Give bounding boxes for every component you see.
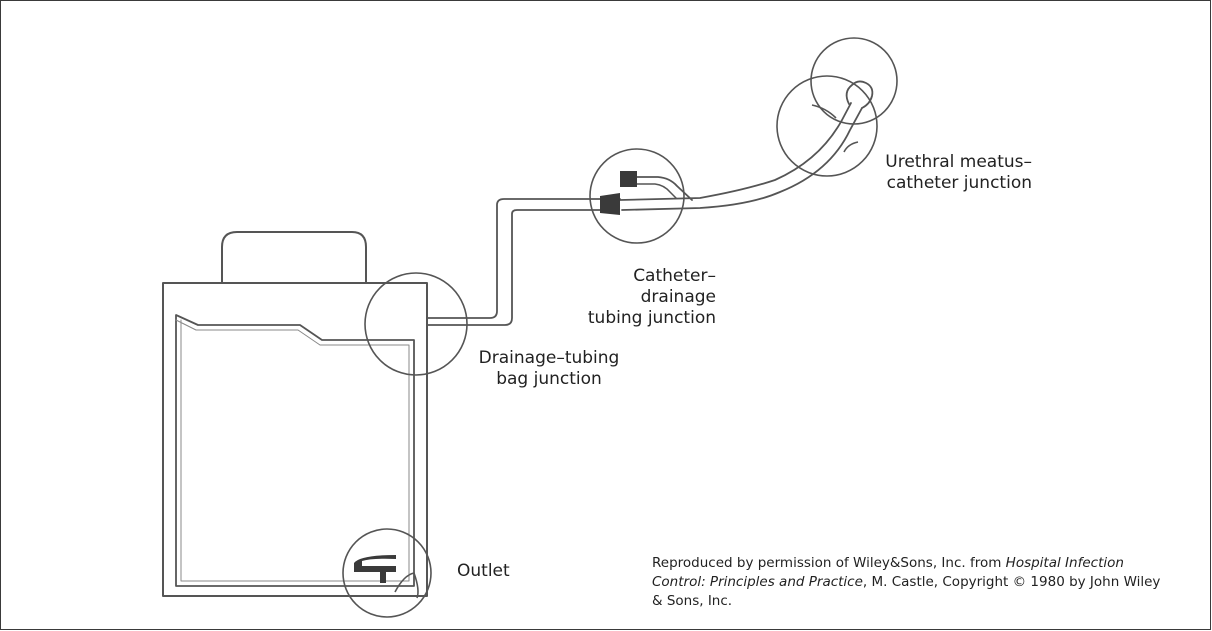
outlet-circle bbox=[342, 528, 432, 618]
catheter-junction-circle bbox=[589, 148, 685, 244]
urethral-junction-circle-1 bbox=[810, 37, 898, 125]
urethral-junction-circle-2 bbox=[776, 75, 878, 177]
permission-credit: Reproduced by permission of Wiley&Sons, … bbox=[652, 555, 1161, 609]
label-bag-junction: Drainage–tubing bag junction bbox=[478, 348, 620, 389]
connector-main bbox=[600, 193, 620, 215]
drainage-bag bbox=[162, 282, 428, 597]
outlet-tap bbox=[354, 555, 419, 599]
balloon-port bbox=[629, 176, 693, 201]
connector-top bbox=[620, 171, 637, 187]
source-book-title: Hospital Infection Control: Principles a… bbox=[652, 555, 1124, 590]
bag-handle bbox=[221, 231, 367, 284]
label-outlet: Outlet bbox=[457, 561, 510, 581]
drainage-tubing bbox=[426, 198, 621, 319]
bag-junction-circle bbox=[364, 272, 468, 376]
catheter-tube bbox=[619, 102, 852, 201]
label-urethral-junction: Urethral meatus– catheter junction bbox=[885, 152, 1032, 193]
label-catheter-junction: Catheter–drainage tubing junction bbox=[587, 266, 716, 328]
